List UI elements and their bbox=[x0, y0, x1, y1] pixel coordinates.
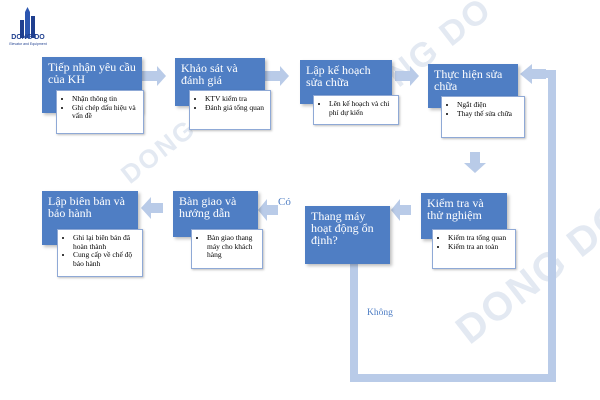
step-title: Bàn giao và hướng dẫn bbox=[179, 194, 237, 220]
step-detail: Kiểm tra tổng quan bbox=[448, 233, 511, 243]
step-detail: Lên kế hoạch và chi phí dự kiến bbox=[329, 99, 394, 117]
step-detail: Ghi chép dấu hiệu và vấn đề bbox=[72, 103, 139, 121]
step-detail: Cung cấp về chế độ bảo hành bbox=[73, 250, 138, 268]
step-report-warranty-details: Ghi lại biên bản đã hoàn thành Cung cấp … bbox=[57, 229, 143, 277]
arrow-left bbox=[391, 199, 411, 221]
arrow-into-repair bbox=[520, 64, 546, 84]
step-detail: Nhận thông tin bbox=[72, 94, 139, 104]
step-detail: Kiểm tra an toàn bbox=[448, 242, 511, 252]
decision-question: Thang máy hoạt động ổn định? bbox=[311, 209, 374, 247]
step-detail: Bàn giao thang máy cho khách hàng bbox=[207, 233, 258, 260]
brand-tagline: Elevator and Equipment bbox=[9, 42, 47, 46]
arrow-down bbox=[464, 152, 486, 173]
step-plan-repair-details: Lên kế hoạch và chi phí dự kiến bbox=[313, 95, 399, 125]
arrow-right bbox=[265, 66, 289, 86]
step-title: Lập kế hoạch sửa chữa bbox=[306, 63, 371, 89]
step-title: Tiếp nhận yêu cầu của KH bbox=[48, 60, 136, 86]
step-handover-details: Bàn giao thang máy cho khách hàng bbox=[191, 229, 263, 269]
arrow-left bbox=[258, 199, 278, 221]
decision-stable-operation: Thang máy hoạt động ổn định? bbox=[305, 206, 390, 264]
step-detail: Đánh giá tổng quan bbox=[205, 103, 266, 113]
decision-no-label: Không bbox=[367, 308, 393, 318]
step-detail: Ghi lại biên bản đã hoàn thành bbox=[73, 233, 138, 251]
step-perform-repair-details: Ngắt điện Thay thế sửa chữa bbox=[441, 96, 525, 138]
step-survey-details: KTV kiểm tra Đánh giá tổng quan bbox=[189, 90, 271, 130]
step-title: Thực hiện sửa chữa bbox=[434, 67, 503, 93]
step-title: Khảo sát và đánh giá bbox=[181, 61, 238, 87]
step-test-details: Kiểm tra tổng quan Kiểm tra an toàn bbox=[432, 229, 516, 269]
step-detail: Thay thế sửa chữa bbox=[457, 109, 520, 119]
arrow-left bbox=[141, 197, 163, 219]
brand-name: DONG DO bbox=[11, 34, 45, 41]
arrow-right bbox=[395, 66, 419, 86]
step-detail: KTV kiểm tra bbox=[205, 94, 266, 104]
step-title: Lập biên bản và bảo hành bbox=[48, 194, 125, 220]
step-detail: Ngắt điện bbox=[457, 100, 520, 110]
step-receive-request-details: Nhận thông tin Ghi chép dấu hiệu và vấn … bbox=[56, 90, 144, 134]
retry-loop-line bbox=[350, 70, 556, 382]
company-logo bbox=[20, 7, 35, 38]
arrow-right bbox=[142, 66, 166, 86]
step-title: Kiểm tra và thử nghiệm bbox=[427, 196, 484, 222]
decision-yes-label: Có bbox=[278, 196, 291, 208]
